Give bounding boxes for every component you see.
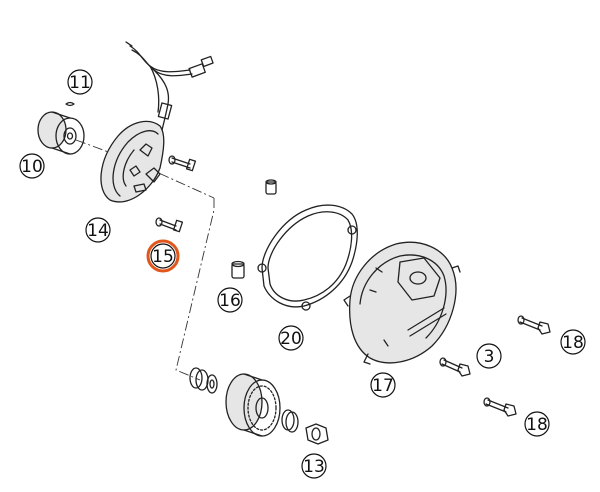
callout-20: 20 [278, 325, 304, 351]
callout-label: 14 [87, 221, 109, 241]
dowel-pin-16 [231, 260, 245, 279]
callout-label: 11 [69, 73, 91, 93]
callout-10: 10 [19, 153, 45, 179]
stator-screw [155, 217, 184, 233]
cover-gasket [257, 204, 358, 311]
callout-label: 15 [152, 247, 174, 267]
gear-nut [305, 423, 329, 445]
bolt-18-lower [483, 397, 517, 417]
gear-circlip [281, 409, 299, 433]
bearing-washer [189, 367, 218, 394]
axis-line-gear [175, 198, 215, 381]
ignition-cover [343, 241, 461, 365]
callout-circle [370, 372, 396, 398]
callout-circle [217, 287, 243, 313]
dowel-pin-upper [265, 179, 277, 195]
callout-label: 13 [303, 457, 325, 477]
callout-group: 10 11 14 15 16 20 17 3 18 18 13 [19, 69, 586, 479]
callout-circle [301, 453, 327, 479]
callout-label: 3 [484, 347, 495, 367]
bolt-18-upper [517, 315, 551, 335]
callout-label: 18 [526, 415, 548, 435]
callout-circle [19, 153, 45, 179]
callout-circle [278, 325, 304, 351]
wiring-harness [125, 41, 214, 131]
idler-gear [225, 373, 281, 437]
callout-18: 18 [524, 411, 550, 437]
callout-circle [67, 69, 93, 95]
callout-11: 11 [67, 69, 93, 95]
stator-screw-top [168, 155, 197, 172]
callout-15: 15 [146, 239, 180, 273]
callout-label: 17 [372, 376, 394, 396]
callout-14: 14 [85, 217, 111, 243]
callout-circle [476, 343, 502, 369]
callout-16: 16 [217, 287, 243, 313]
callout-label: 20 [280, 329, 302, 349]
callout-circle [524, 411, 550, 437]
callout-circle [560, 329, 586, 355]
stator-plate [100, 120, 165, 203]
callout-17: 17 [370, 372, 396, 398]
callout-18: 18 [560, 329, 586, 355]
callout-label: 10 [21, 157, 43, 177]
bolt-3 [439, 357, 471, 377]
highlight-ring [146, 239, 180, 273]
callout-label: 18 [562, 333, 584, 353]
callout-label: 16 [219, 291, 241, 311]
flywheel-rotor [37, 111, 85, 155]
callout-circle [85, 217, 111, 243]
callout-13: 13 [301, 453, 327, 479]
callout-circle [150, 243, 176, 269]
callout-3: 3 [476, 343, 502, 369]
woodruff-key [65, 101, 75, 107]
